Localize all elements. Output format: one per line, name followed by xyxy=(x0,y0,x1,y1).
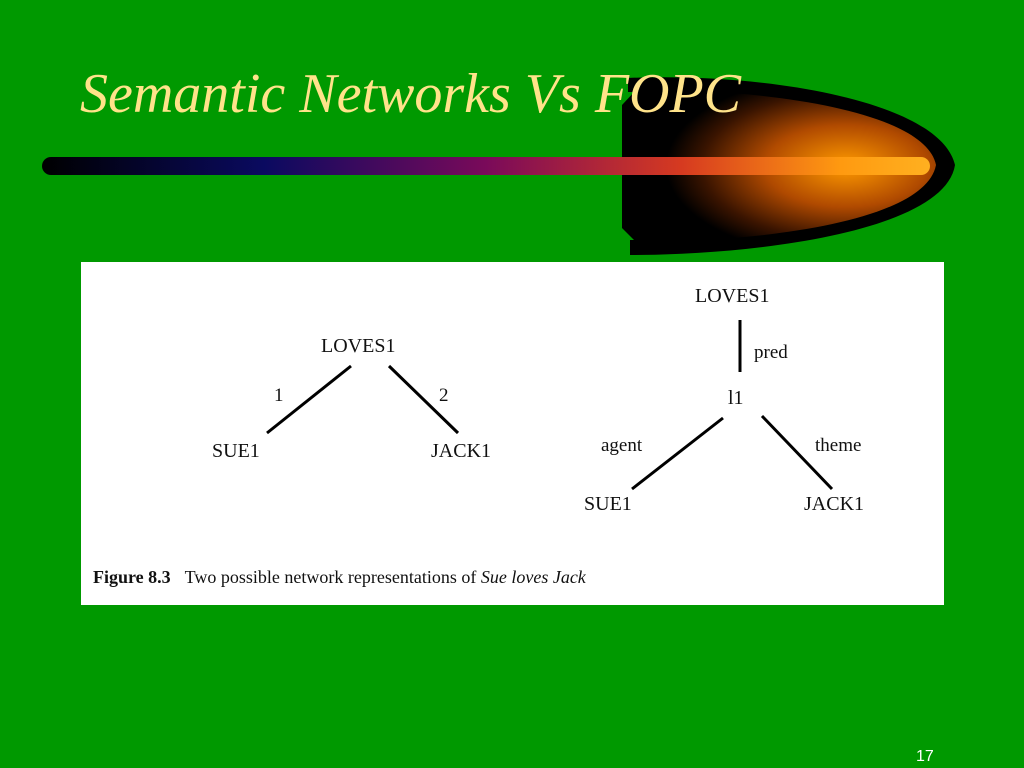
left-edge-2-line xyxy=(387,364,460,435)
right-child-sue: SUE1 xyxy=(584,493,632,515)
slide-title: Semantic Networks Vs FOPC xyxy=(80,63,742,125)
left-child-sue: SUE1 xyxy=(212,440,260,462)
right-network: LOVES1 pred l1 agent theme SUE1 JACK1 xyxy=(584,285,864,515)
right-theme-label: theme xyxy=(815,435,861,456)
figure-caption: Figure 8.3 Two possible network represent… xyxy=(93,567,586,588)
figure-caption-text: Two possible network representations of xyxy=(184,567,481,587)
left-edge-1-line xyxy=(266,364,352,435)
network-diagram: LOVES1 1 2 SUE1 JACK1 LOVES1 pred l1 age… xyxy=(212,285,864,515)
left-network: LOVES1 1 2 SUE1 JACK1 xyxy=(212,335,491,462)
figure-caption-italic: Sue loves Jack xyxy=(480,567,586,587)
right-agent-label: agent xyxy=(601,435,643,456)
figure-number: Figure 8.3 xyxy=(93,567,171,587)
left-root-node: LOVES1 xyxy=(321,335,395,357)
right-agent-line xyxy=(631,416,724,491)
page-number: 17 xyxy=(916,748,934,765)
right-pred-label: pred xyxy=(754,342,788,363)
title-underline-bar xyxy=(42,157,930,175)
right-theme-line xyxy=(760,414,834,491)
left-edge-1-label: 1 xyxy=(274,385,284,406)
left-edge-2-label: 2 xyxy=(439,385,449,406)
title-decoration xyxy=(42,77,955,255)
right-child-jack: JACK1 xyxy=(804,493,864,515)
right-root-node: LOVES1 xyxy=(695,285,769,307)
figure-panel: LOVES1 1 2 SUE1 JACK1 LOVES1 pred l1 age… xyxy=(81,262,944,605)
right-middle-node: l1 xyxy=(728,387,744,409)
left-child-jack: JACK1 xyxy=(431,440,491,462)
